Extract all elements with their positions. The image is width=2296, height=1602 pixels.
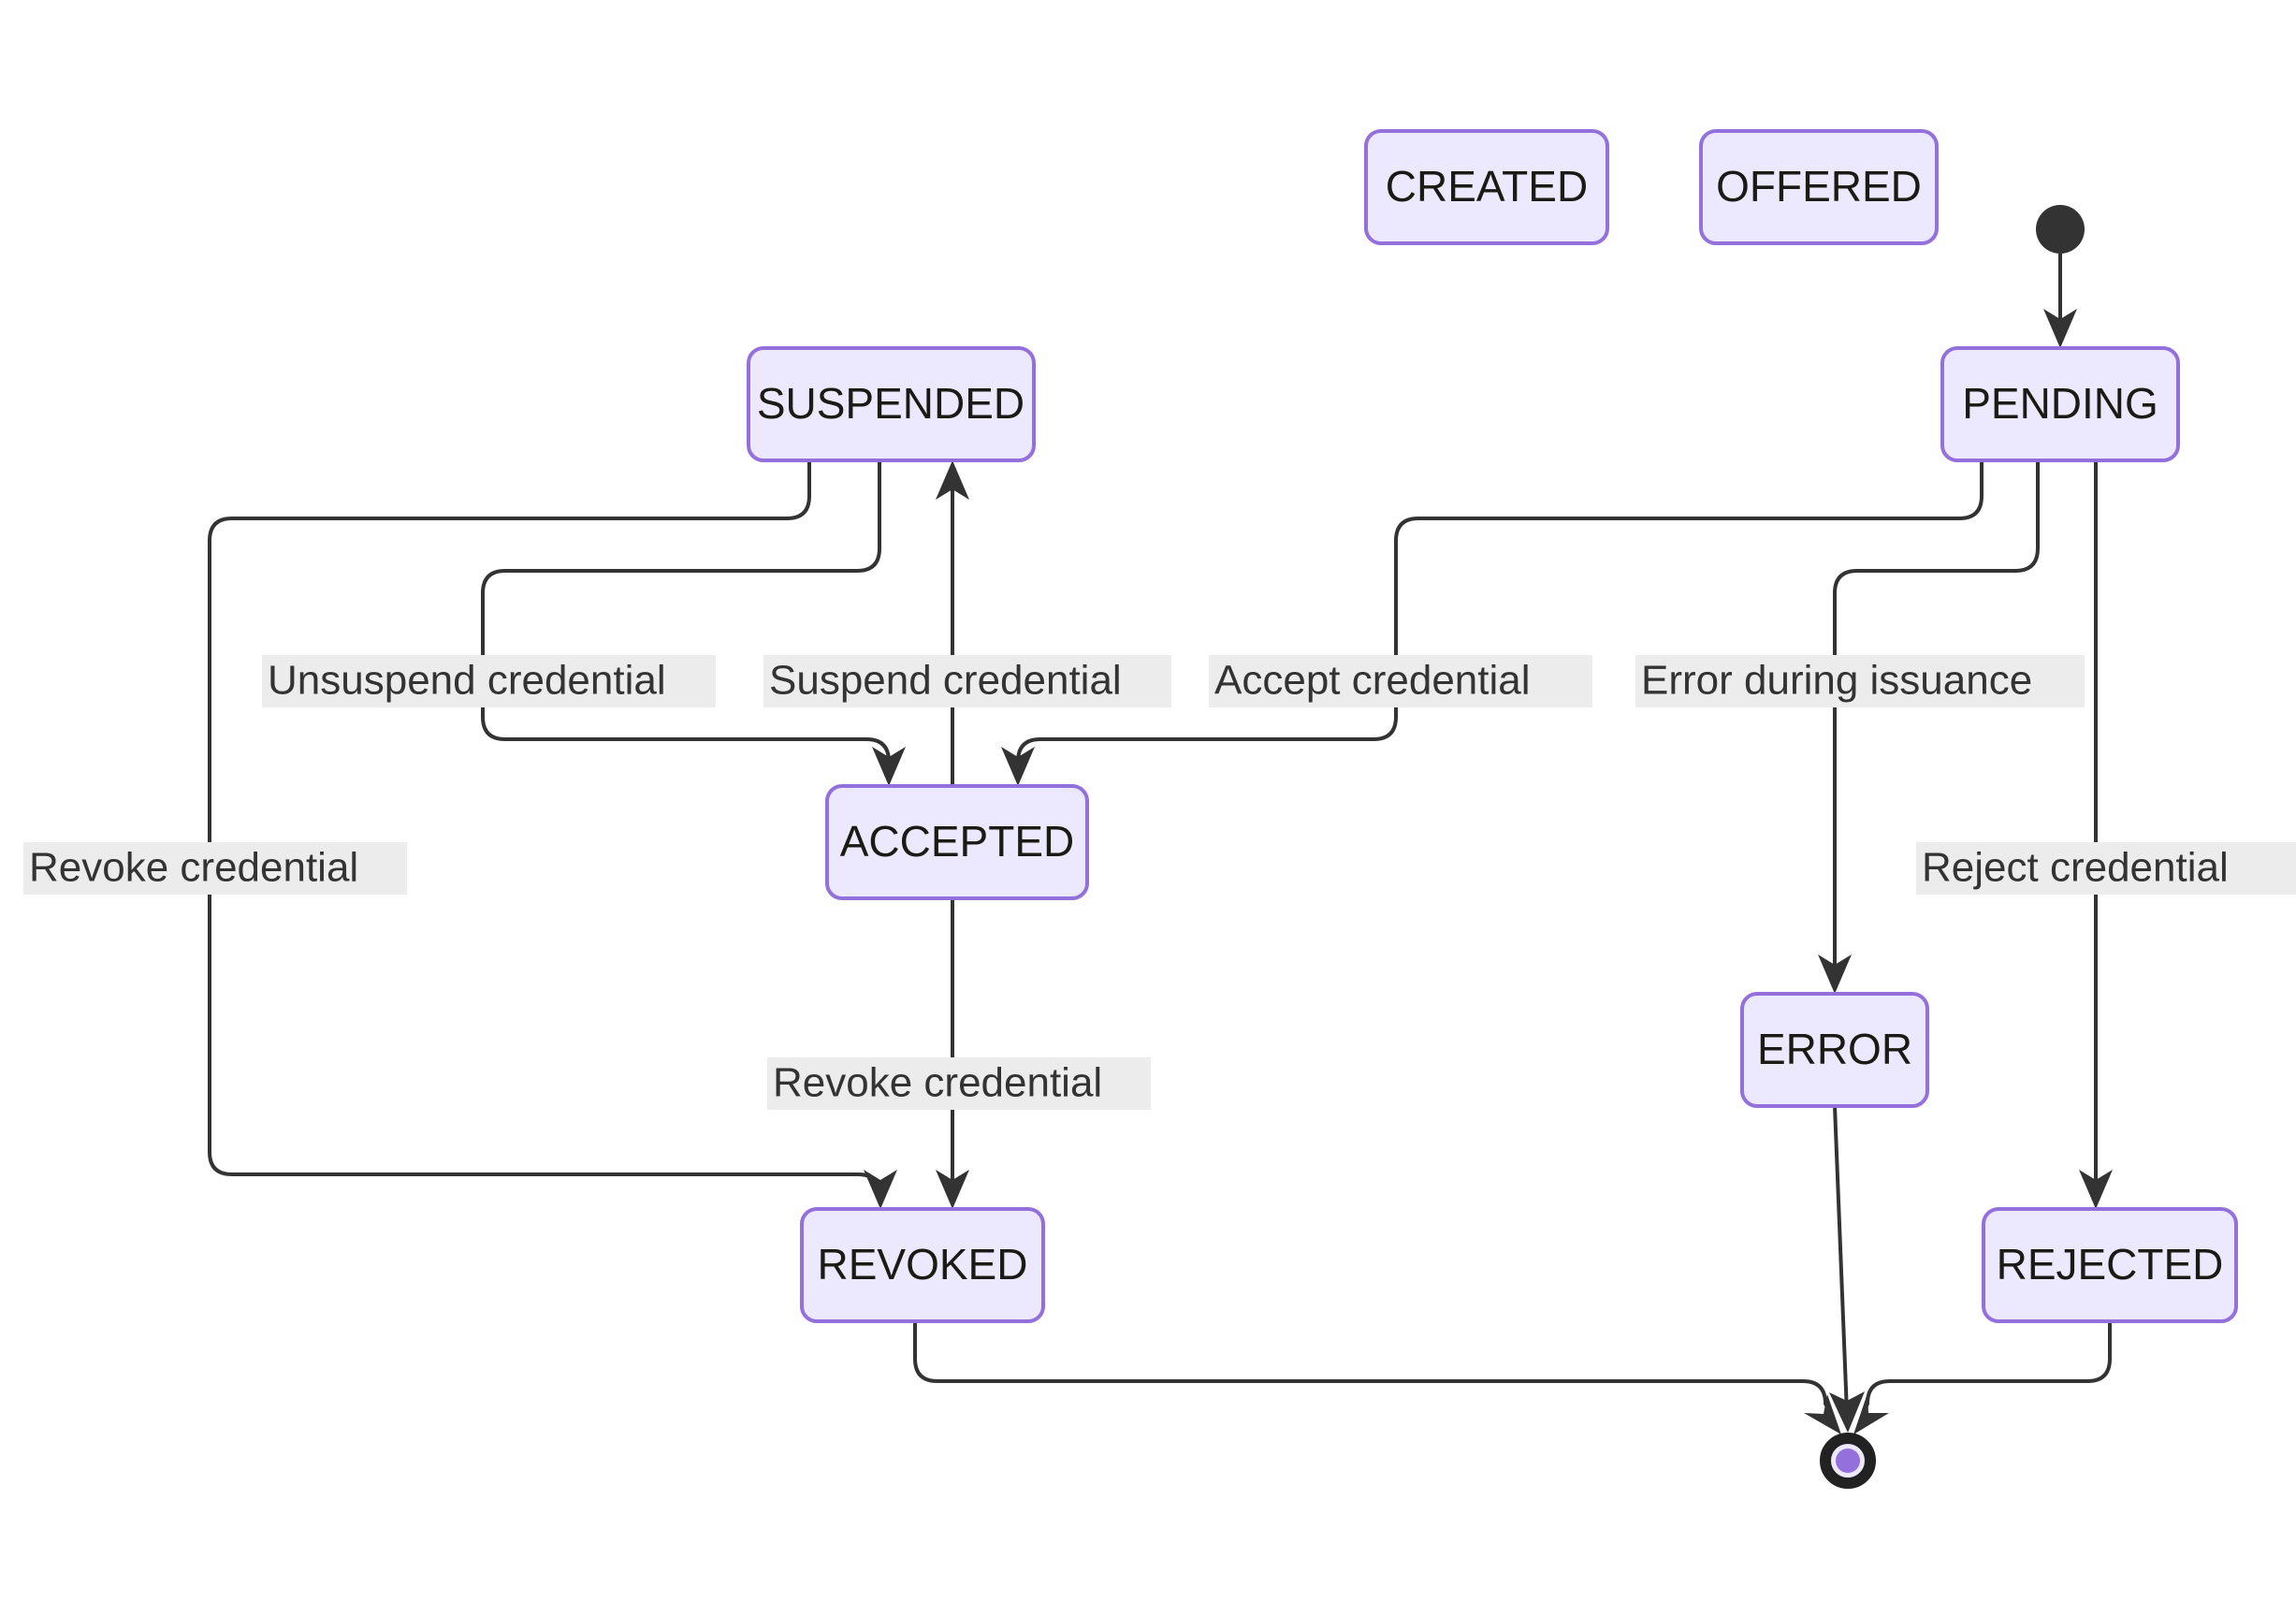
edge-rejected-to-end (1853, 1321, 2112, 1435)
end-node-core (1836, 1449, 1860, 1473)
arrowhead (2043, 309, 2077, 348)
edge-label-text: Suspend credential (769, 658, 1122, 704)
arrowhead (864, 1170, 897, 1209)
edge-label-reject-credential: Reject credential (1916, 842, 2296, 895)
label-background (767, 1057, 1151, 1110)
state-node-suspended[interactable]: SUSPENDED (747, 346, 1036, 462)
pseudo-nodes-layer (1820, 205, 2085, 1489)
state-box[interactable] (800, 1207, 1045, 1323)
arrowhead (1804, 1394, 1841, 1435)
arrowhead (872, 747, 906, 786)
arrowhead (936, 1170, 969, 1209)
state-box[interactable] (1364, 129, 1609, 245)
edge-error-to-end (1829, 1105, 1865, 1433)
state-label: SUSPENDED (757, 379, 1024, 428)
end-node-ring (1820, 1433, 1876, 1489)
edge-path (1833, 1105, 1849, 1414)
state-label: REJECTED (1997, 1240, 2224, 1289)
arrowhead (2079, 1170, 2113, 1209)
state-box[interactable] (747, 346, 1036, 462)
edge-path (1860, 1321, 2112, 1418)
arrowhead (1001, 747, 1035, 786)
edge-pending-to-error (1818, 460, 2040, 994)
arrowhead (936, 460, 969, 500)
edge-pending-to-rejected (2079, 460, 2113, 1209)
edge-path (481, 460, 891, 764)
state-label: OFFERED (1716, 162, 1922, 211)
arrowhead (1829, 1391, 1865, 1433)
label-background (1635, 655, 2085, 707)
state-node-created[interactable]: CREATED (1364, 129, 1609, 245)
state-label: ACCEPTED (840, 817, 1074, 866)
edge-label-text: Accept credential (1214, 658, 1531, 704)
edge-label-text: Revoke credential (29, 845, 358, 891)
state-box[interactable] (825, 784, 1089, 900)
edge-label-text: Error during issuance (1641, 658, 2032, 704)
arrowhead (1853, 1393, 1889, 1435)
state-node-revoked[interactable]: REVOKED (800, 1207, 1045, 1323)
arrowhead (1818, 954, 1852, 994)
state-label: REVOKED (818, 1240, 1028, 1289)
label-background (262, 655, 716, 707)
edge-label-text: Reject credential (1922, 845, 2229, 891)
state-box[interactable] (1699, 129, 1939, 245)
state-node-rejected[interactable]: REJECTED (1982, 1207, 2238, 1323)
edge-suspended-to-accepted (481, 460, 906, 786)
state-box[interactable] (1940, 346, 2180, 462)
edge-label-suspend-credential: Suspend credential (763, 655, 1171, 707)
end-node-icon (1820, 1433, 1876, 1489)
state-label: ERROR (1757, 1025, 1912, 1073)
state-label: PENDING (1962, 379, 2158, 428)
label-background (23, 842, 407, 895)
edge-label-accept-credential: Accept credential (1209, 655, 1592, 707)
state-label: CREATED (1386, 162, 1588, 211)
label-background (1209, 655, 1592, 707)
edge-pending-to-accepted (1001, 460, 1984, 786)
label-background (763, 655, 1171, 707)
states-layer: CREATED OFFERED PENDING SUSPENDED ACCEPT… (747, 129, 2238, 1323)
edge-label-error-during-issuance: Error during issuance (1635, 655, 2085, 707)
edge-path (913, 1321, 1834, 1418)
label-background (1916, 842, 2296, 895)
edge-path (1833, 460, 2040, 971)
state-node-offered[interactable]: OFFERED (1699, 129, 1939, 245)
edge-accepted-to-suspended (936, 460, 969, 786)
edge-label-revoke-credential-middle: Revoke credential (767, 1057, 1151, 1110)
state-box[interactable] (1982, 1207, 2238, 1323)
edge-path (1016, 460, 1984, 764)
edges-layer (208, 254, 2113, 1435)
edge-labels-layer: Unsuspend credential Suspend credential … (23, 655, 2296, 1110)
edge-revoked-to-end (913, 1321, 1841, 1435)
state-box[interactable] (1740, 992, 1929, 1108)
state-node-error[interactable]: ERROR (1740, 992, 1929, 1108)
state-node-pending[interactable]: PENDING (1940, 346, 2180, 462)
edge-label-text: Unsuspend credential (268, 658, 666, 704)
edge-label-revoke-credential-left: Revoke credential (23, 842, 407, 895)
state-node-accepted[interactable]: ACCEPTED (825, 784, 1089, 900)
edge-label-text: Revoke credential (773, 1060, 1102, 1106)
edge-accepted-to-revoked (936, 898, 969, 1209)
edge-label-unsuspend-credential: Unsuspend credential (262, 655, 716, 707)
edge-start-to-pending (2043, 254, 2077, 348)
start-node-icon (2036, 205, 2085, 254)
